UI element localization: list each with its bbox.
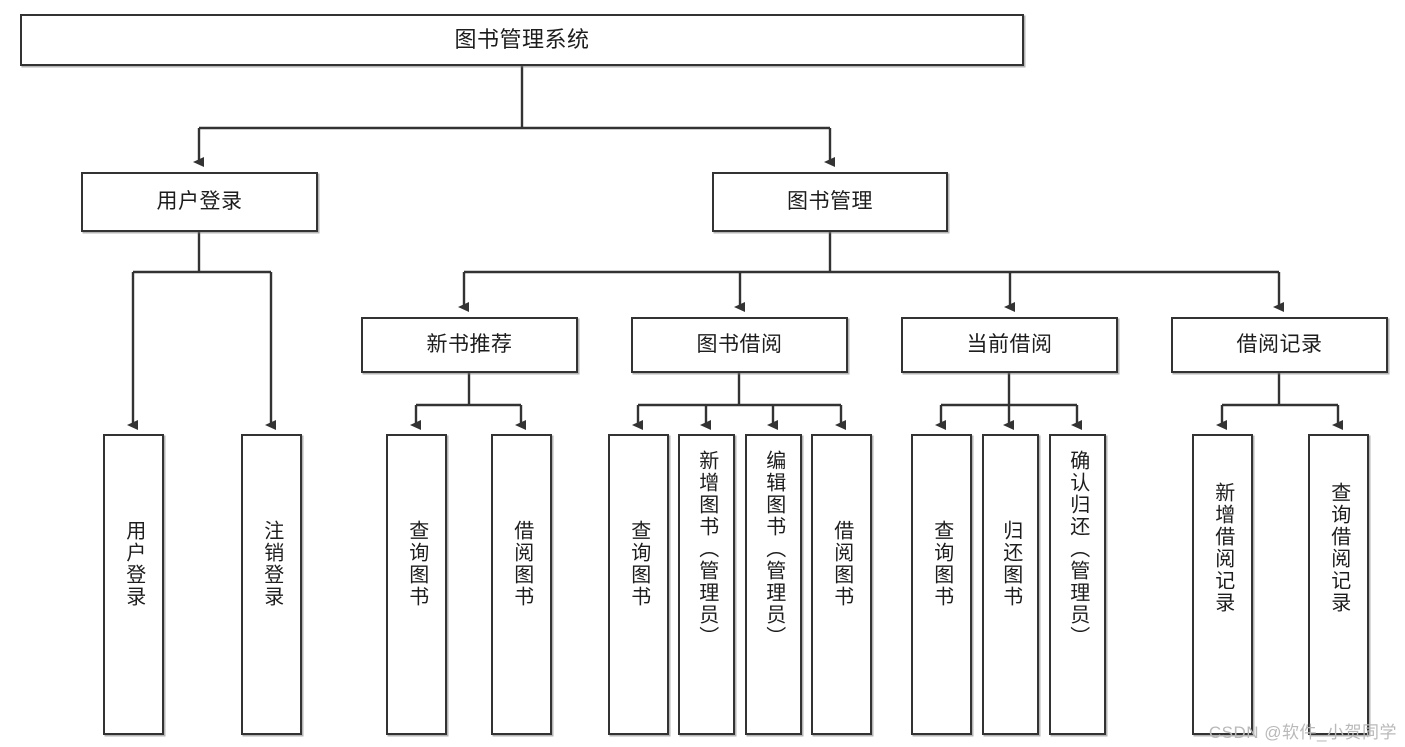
node-label: 借阅图书 bbox=[510, 520, 533, 608]
node-borrow-records[interactable]: 借阅记录 bbox=[1171, 317, 1388, 373]
leaf-borrow-book-recommend[interactable]: 借阅图书 bbox=[491, 434, 552, 735]
leaf-query-book-borrow[interactable]: 查询图书 bbox=[608, 434, 669, 735]
node-label: 新增借阅记录 bbox=[1211, 482, 1234, 614]
node-new-book-recommend[interactable]: 新书推荐 bbox=[361, 317, 578, 373]
leaf-query-book-current[interactable]: 查询图书 bbox=[911, 434, 972, 735]
node-label: 注销登录 bbox=[260, 520, 283, 608]
node-label: 编辑图书（管理员） bbox=[762, 450, 785, 648]
node-book-management[interactable]: 图书管理 bbox=[712, 172, 948, 232]
leaf-user-login[interactable]: 用户登录 bbox=[103, 434, 164, 735]
node-label: 确认归还（管理员） bbox=[1066, 450, 1089, 648]
leaf-logout[interactable]: 注销登录 bbox=[241, 434, 302, 735]
leaf-confirm-return-admin[interactable]: 确认归还（管理员） bbox=[1049, 434, 1106, 735]
leaf-return-book[interactable]: 归还图书 bbox=[982, 434, 1039, 735]
leaf-borrow-book[interactable]: 借阅图书 bbox=[811, 434, 872, 735]
node-label: 借阅记录 bbox=[1236, 332, 1323, 356]
node-label: 图书管理系统 bbox=[454, 27, 590, 53]
node-label: 图书借阅 bbox=[696, 332, 783, 356]
node-label: 用户登录 bbox=[122, 520, 145, 608]
node-label: 查询图书 bbox=[405, 520, 428, 608]
node-label: 归还图书 bbox=[999, 520, 1022, 608]
node-label: 新书推荐 bbox=[426, 332, 513, 356]
node-user-login[interactable]: 用户登录 bbox=[81, 172, 318, 232]
node-label: 用户登录 bbox=[156, 189, 243, 213]
node-label: 图书管理 bbox=[787, 189, 873, 213]
node-label: 查询图书 bbox=[627, 520, 650, 608]
leaf-edit-book-admin[interactable]: 编辑图书（管理员） bbox=[745, 434, 802, 735]
node-root-system[interactable]: 图书管理系统 bbox=[20, 14, 1024, 66]
csdn-watermark: CSDN @软件_小贺同学 bbox=[1208, 723, 1397, 742]
node-label: 新增图书（管理员） bbox=[695, 450, 718, 648]
leaf-add-borrow-record[interactable]: 新增借阅记录 bbox=[1192, 434, 1253, 735]
node-book-borrow[interactable]: 图书借阅 bbox=[631, 317, 848, 373]
node-current-borrow[interactable]: 当前借阅 bbox=[901, 317, 1118, 373]
leaf-query-book-recommend[interactable]: 查询图书 bbox=[386, 434, 447, 735]
leaf-query-borrow-record[interactable]: 查询借阅记录 bbox=[1308, 434, 1369, 735]
node-label: 查询图书 bbox=[930, 520, 953, 608]
node-label: 查询借阅记录 bbox=[1327, 482, 1350, 614]
leaf-add-book-admin[interactable]: 新增图书（管理员） bbox=[678, 434, 735, 735]
node-label: 借阅图书 bbox=[830, 520, 853, 608]
node-label: 当前借阅 bbox=[966, 332, 1053, 356]
